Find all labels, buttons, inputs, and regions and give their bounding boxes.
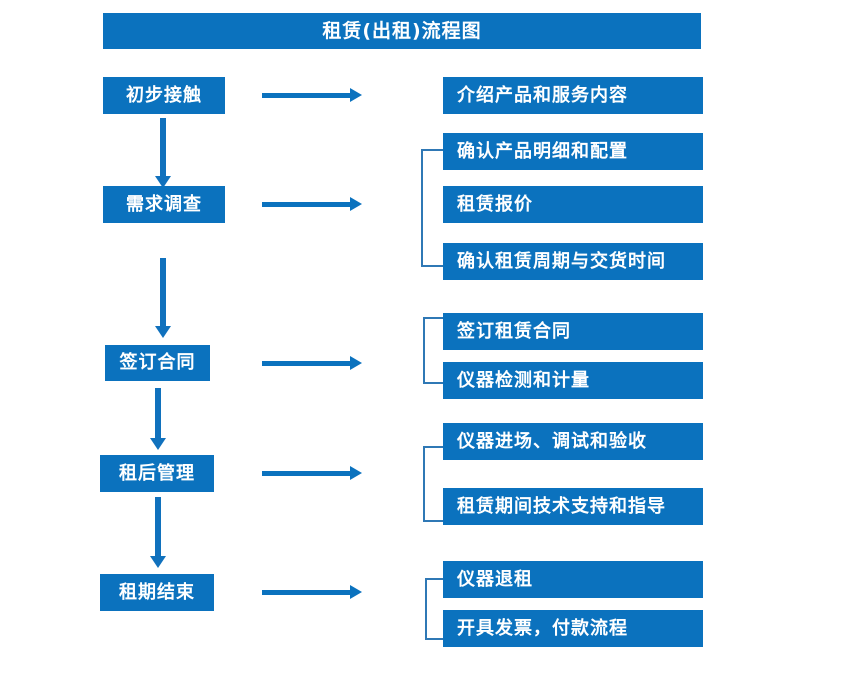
detail-box-仪器进场调试和验收[interactable]: 仪器进场、调试和验收 bbox=[443, 423, 703, 460]
down-arrow-2 bbox=[155, 258, 171, 338]
bracket-connector-5 bbox=[425, 578, 445, 640]
stage-box-初步接触[interactable]: 初步接触 bbox=[103, 77, 225, 114]
detail-box-签订租赁合同[interactable]: 签订租赁合同 bbox=[443, 313, 703, 350]
right-arrow-3 bbox=[262, 356, 362, 370]
right-arrow-5 bbox=[262, 585, 362, 599]
detail-box-确认租赁周期与交货时间[interactable]: 确认租赁周期与交货时间 bbox=[443, 243, 703, 280]
detail-box-开具发票付款流程[interactable]: 开具发票，付款流程 bbox=[443, 610, 703, 647]
detail-box-仪器检测和计量[interactable]: 仪器检测和计量 bbox=[443, 362, 703, 399]
bracket-connector-3 bbox=[423, 317, 445, 384]
down-arrow-4 bbox=[150, 497, 166, 568]
stage-box-租后管理[interactable]: 租后管理 bbox=[100, 455, 214, 492]
down-arrow-3 bbox=[150, 388, 166, 450]
right-arrow-2 bbox=[262, 197, 362, 211]
detail-box-租赁期间技术支持和指导[interactable]: 租赁期间技术支持和指导 bbox=[443, 488, 703, 525]
stage-box-需求调查[interactable]: 需求调查 bbox=[103, 186, 225, 223]
bracket-connector-4 bbox=[423, 446, 445, 522]
right-arrow-1 bbox=[262, 88, 362, 102]
detail-box-确认产品明细和配置[interactable]: 确认产品明细和配置 bbox=[443, 133, 703, 170]
detail-box-租赁报价[interactable]: 租赁报价 bbox=[443, 186, 703, 223]
down-arrow-1 bbox=[155, 118, 171, 188]
flowchart-title: 租赁(出租)流程图 bbox=[103, 13, 701, 49]
stage-box-签订合同[interactable]: 签订合同 bbox=[105, 345, 210, 381]
stage-box-租期结束[interactable]: 租期结束 bbox=[100, 574, 214, 611]
right-arrow-4 bbox=[262, 466, 362, 480]
detail-box-介绍产品和服务内容[interactable]: 介绍产品和服务内容 bbox=[443, 77, 703, 114]
detail-box-仪器退租[interactable]: 仪器退租 bbox=[443, 561, 703, 598]
bracket-connector-2 bbox=[421, 149, 443, 267]
